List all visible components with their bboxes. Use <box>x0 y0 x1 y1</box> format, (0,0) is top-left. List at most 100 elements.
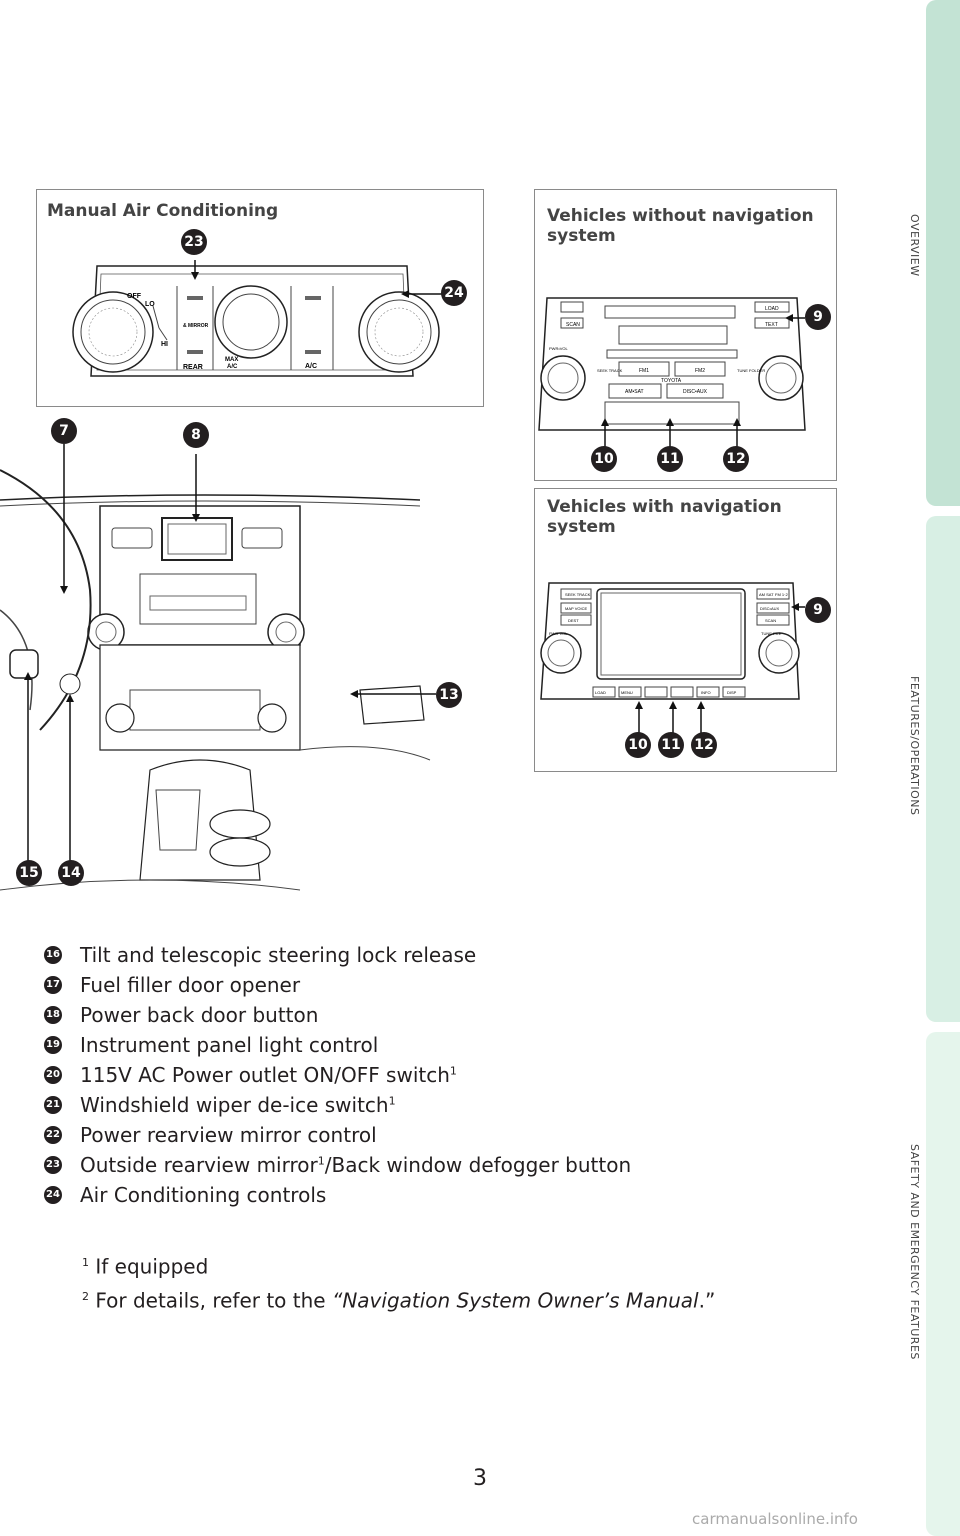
callout-8: 8 <box>183 422 209 448</box>
map-voice-label: MAP VOICE <box>565 606 587 611</box>
ac-max-label: MAX <box>225 357 238 363</box>
legend-item: 17 Fuel filler door opener <box>44 970 844 1000</box>
legend-item: 19 Instrument panel light control <box>44 1030 844 1060</box>
legend-text: Power back door button <box>80 1003 319 1027</box>
legend-text: Air Conditioning controls <box>80 1183 327 1207</box>
manual-ac-figure: Manual Air Conditioning OFF LO HI & MIRR… <box>36 189 484 407</box>
footnote-1: 1 If equipped <box>82 1248 715 1282</box>
legend-number: 20 <box>44 1066 62 1084</box>
legend-number: 18 <box>44 1006 62 1024</box>
tab-safety[interactable] <box>926 1032 960 1536</box>
footnote-2: 2 For details, refer to the “Navigation … <box>82 1282 715 1316</box>
fm2-label: FM2 <box>695 368 705 374</box>
footnote-2-text: For details, refer to the <box>95 1288 332 1313</box>
callout-15: 15 <box>16 860 42 886</box>
nav-load-label: LOAD <box>595 690 606 695</box>
load-label: LOAD <box>765 306 779 312</box>
legend-text: 115V AC Power outlet ON/OFF switch <box>80 1063 450 1087</box>
legend-text: Windshield wiper de-ice switch <box>80 1093 389 1117</box>
without-nav-title-2: system <box>547 226 616 246</box>
callout-13: 13 <box>436 682 462 708</box>
with-nav-title-2: system <box>547 517 616 537</box>
ac-hi-label: HI <box>161 341 168 348</box>
page-number: 3 <box>473 1466 487 1491</box>
audio-unit-illustration: SCAN LOAD TEXT PWR•VOL SEEK TRACK TUNE F… <box>538 297 806 452</box>
nav-am-label: AM SAT <box>759 592 774 597</box>
footnote-ref: 1 <box>388 1094 396 1108</box>
callout-9b: 9 <box>805 597 831 623</box>
ac-control-illustration: OFF LO HI & MIRROR REAR MAX A/C A/C <box>72 260 445 377</box>
text-label: TEXT <box>765 322 778 328</box>
callout-12a: 12 <box>723 446 749 472</box>
tab-features-operations[interactable] <box>926 516 960 1022</box>
legend-item: 18 Power back door button <box>44 1000 844 1030</box>
tab-safety-label: SAFETY AND EMERGENCY FEATURES <box>908 1144 921 1360</box>
legend-number: 23 <box>44 1156 62 1174</box>
tab-overview-label: OVERVIEW <box>908 214 921 277</box>
legend-text-cont: /Back window defogger button <box>324 1153 632 1177</box>
ac-mirror-label: & MIRROR <box>183 323 209 329</box>
footnote-ref: 1 <box>317 1154 325 1168</box>
tab-features-label: FEATURES/OPERATIONS <box>908 676 921 816</box>
ac-rear-label: REAR <box>183 364 203 371</box>
callout-9a: 9 <box>805 304 831 330</box>
callout-24: 24 <box>441 280 467 306</box>
callout-14: 14 <box>58 860 84 886</box>
footnote-1-mark: 1 <box>82 1256 89 1269</box>
legend-item: 20 115V AC Power outlet ON/OFF switch1 <box>44 1060 844 1090</box>
nav-disp-label: DISP <box>727 690 737 695</box>
seek-label: SEEK TRACK <box>597 368 623 373</box>
fm1-label: FM1 <box>639 368 649 374</box>
legend-number: 19 <box>44 1036 62 1054</box>
ac-lo-label: LO <box>145 301 155 308</box>
ac-max-ac-label: A/C <box>227 364 238 370</box>
callout-10a: 10 <box>591 446 617 472</box>
nav-menu-label: MENU <box>621 690 633 695</box>
audio-without-nav-figure: Vehicles without navigation system SCAN … <box>534 189 837 481</box>
legend-text: Power rearview mirror control <box>80 1123 377 1147</box>
callout-10b: 10 <box>625 732 651 758</box>
nav-scan-label: SCAN <box>765 618 776 623</box>
disc-aux-label: DISC•AUX <box>683 389 708 395</box>
legend-number: 16 <box>44 946 62 964</box>
pwr-vol-label: PWR•VOL <box>549 346 569 351</box>
legend-number: 24 <box>44 1186 62 1204</box>
tune-label: TUNE FOLDER <box>737 368 765 373</box>
nav-pwr-label: PWR VOL <box>549 631 568 636</box>
nav-info-label: INFO <box>701 690 711 695</box>
watermark: carmanualsonline.info <box>692 1510 858 1528</box>
section-tabs <box>926 0 960 1536</box>
legend-text: Tilt and telescopic steering lock releas… <box>80 943 477 967</box>
legend-number: 17 <box>44 976 62 994</box>
scan-label: SCAN <box>566 322 580 328</box>
legend-number: 21 <box>44 1096 62 1114</box>
with-nav-title-1: Vehicles with navigation <box>547 497 782 517</box>
footnote-2-quote-close: .” <box>698 1288 716 1313</box>
without-nav-title-1: Vehicles without navigation <box>547 206 814 226</box>
legend-item: 21 Windshield wiper de-ice switch1 <box>44 1090 844 1120</box>
nav-tune-label: TUNE FILE <box>761 631 782 636</box>
callout-11b: 11 <box>658 732 684 758</box>
footnote-2-mark: 2 <box>82 1289 89 1303</box>
ac-off-label: OFF <box>127 293 142 300</box>
dest-label: DEST <box>568 618 579 623</box>
nav-fm-label: FM 1·2 <box>775 592 788 597</box>
legend-item: 23 Outside rearview mirror1/Back window … <box>44 1150 844 1180</box>
footnote-2-quote-open: “ <box>331 1288 343 1313</box>
callout-12b: 12 <box>691 732 717 758</box>
toyota-label: TOYOTA <box>661 378 682 384</box>
nav-seek-label: SEEK TRACK <box>565 592 591 597</box>
callout-7: 7 <box>51 418 77 444</box>
audio-with-nav-figure: Vehicles with navigation system SEEK TRA… <box>534 488 837 772</box>
legend-list: 16 Tilt and telescopic steering lock rel… <box>44 940 844 1210</box>
tab-overview[interactable] <box>926 0 960 506</box>
footnote-ref: 1 <box>449 1064 457 1078</box>
legend-text: Fuel filler door opener <box>80 973 301 997</box>
legend-text: Outside rearview mirror <box>80 1153 318 1177</box>
legend-item: 16 Tilt and telescopic steering lock rel… <box>44 940 844 970</box>
callout-23: 23 <box>181 229 207 255</box>
legend-item: 24 Air Conditioning controls <box>44 1180 844 1210</box>
nav-unit-illustration: SEEK TRACK MAP VOICE DEST PWR VOL AM SAT… <box>540 582 805 737</box>
dashboard-illustration <box>0 444 436 891</box>
footnote-2-title: Navigation System Owner’s Manual <box>342 1288 699 1313</box>
